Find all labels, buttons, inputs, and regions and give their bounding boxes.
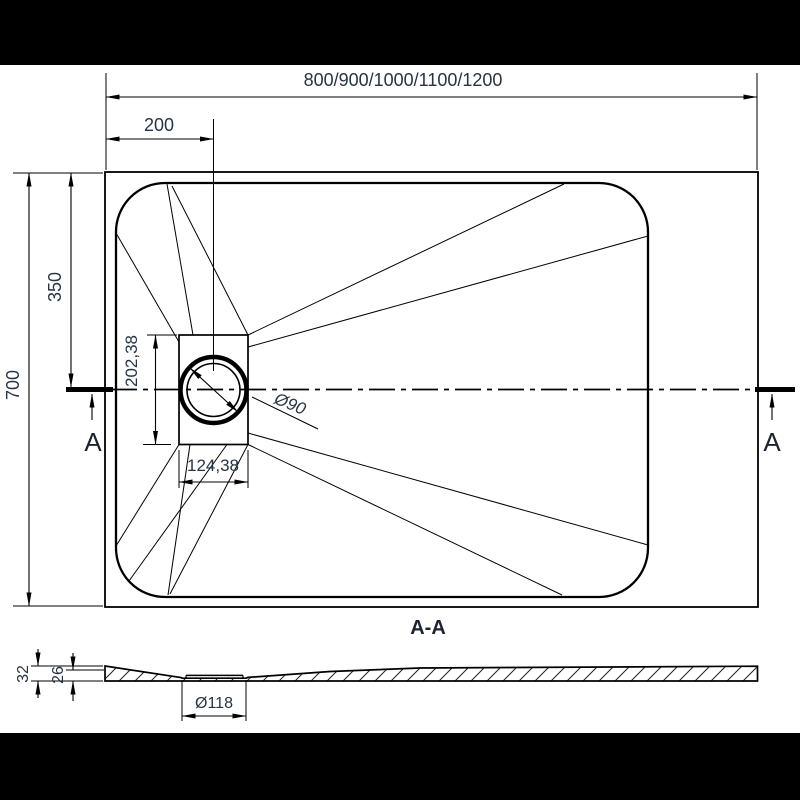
dim-label-drain-hole: Ø118 (195, 695, 233, 712)
dim-drain-center-y: 350 (45, 172, 74, 388)
slope-line (166, 183, 194, 336)
slope-line (115, 444, 180, 547)
dim-label-depth: 700 (3, 370, 23, 400)
dim-inner-height: 26 (50, 653, 104, 701)
section-cut-marker-left: A (66, 387, 113, 457)
slope-line (247, 235, 649, 348)
letterbox-top (0, 0, 800, 65)
dim-label-width-series: 800/900/1000/1100/1200 (304, 70, 503, 90)
section-marker-letter: A (763, 427, 781, 457)
dim-total-height: 32 (15, 649, 103, 698)
section-cut-marker-right: A (755, 387, 795, 457)
slope-line (115, 232, 180, 343)
dim-width-series: 800/900/1000/1100/1200 (105, 70, 758, 170)
slope-line (167, 444, 191, 596)
section-profile (104, 665, 759, 682)
slope-line (247, 444, 563, 596)
dim-label-total-height: 32 (15, 665, 32, 683)
section-view: A-A 32 26 Ø118 (15, 617, 759, 721)
slope-line (169, 444, 249, 595)
dim-label-inner-height: 26 (50, 666, 67, 684)
slope-line (247, 432, 649, 546)
dim-label-drain-diameter: Ø90 (271, 389, 309, 419)
slope-lines (115, 183, 649, 596)
slope-line (171, 185, 249, 336)
dim-drain-box-width: 124,38 (178, 450, 249, 488)
dim-label-drain-box-width: 124,38 (187, 456, 239, 475)
slope-line (247, 183, 565, 336)
diameter-arrow (189, 367, 239, 413)
dim-label-drain-offset-x: 200 (144, 115, 174, 135)
top-view: 800/900/1000/1100/1200 200 700 350 202,3… (3, 70, 795, 608)
dim-label-drain-center-y: 350 (45, 272, 65, 302)
dim-drain-diameter: Ø90 (189, 367, 319, 430)
section-marker-letter: A (84, 427, 102, 457)
dim-drain-box-height: 202,38 (122, 334, 177, 445)
diameter-leader-line (251, 396, 319, 430)
section-title: A-A (410, 617, 446, 639)
slope-line (128, 444, 228, 582)
dim-drain-offset-x: 200 (105, 115, 214, 142)
dim-drain-hole: Ø118 (181, 680, 247, 721)
letterbox-bottom (0, 733, 800, 800)
dim-label-drain-box-height: 202,38 (122, 335, 141, 387)
dim-depth: 700 (3, 172, 103, 607)
drain-flange (185, 674, 244, 679)
